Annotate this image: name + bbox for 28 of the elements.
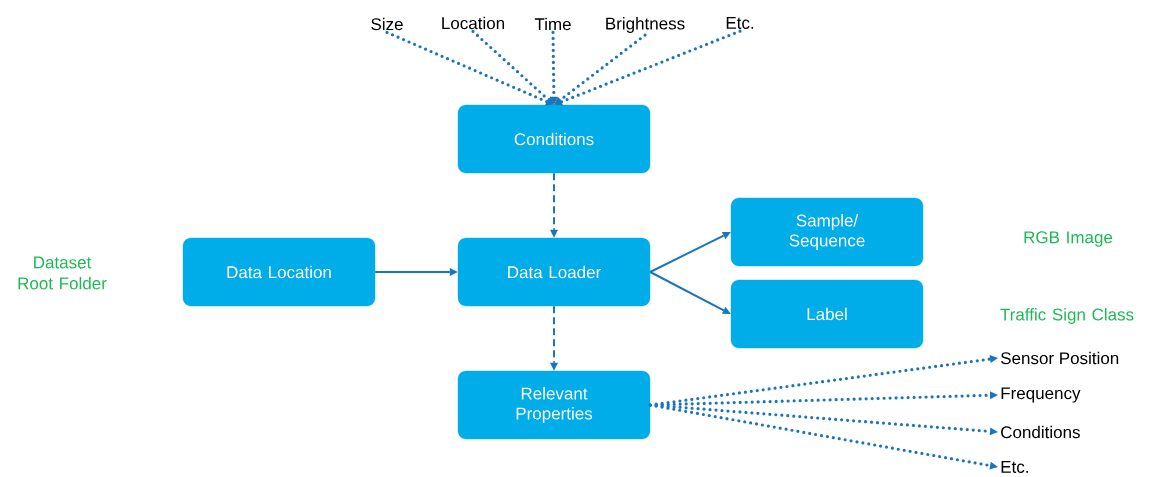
arrow bbox=[649, 231, 731, 273]
arrow bbox=[471, 29, 554, 105]
arrow bbox=[549, 30, 558, 105]
arrow bbox=[550, 305, 558, 371]
process-box: Relevant Properties bbox=[457, 370, 651, 440]
arrow bbox=[554, 29, 742, 106]
process-box: Data Location bbox=[182, 237, 376, 307]
process-box: Label bbox=[730, 279, 924, 349]
property-text: Sensor Position bbox=[1001, 351, 1119, 365]
arrow bbox=[649, 271, 731, 314]
property-text: Frequency bbox=[1001, 387, 1081, 403]
property-text: Size bbox=[371, 17, 403, 31]
arrow bbox=[385, 30, 554, 106]
annotation-text: Traffic Sign Class bbox=[1000, 308, 1134, 324]
process-box: Sample/ Sequence bbox=[730, 197, 924, 267]
process-box: Data Loader bbox=[457, 237, 651, 307]
property-text: Etc. bbox=[1001, 461, 1028, 473]
property-text: Time bbox=[534, 17, 571, 31]
annotation-text: Dataset Root Folder bbox=[18, 256, 107, 290]
property-text: Brightness bbox=[606, 17, 685, 33]
arrow bbox=[648, 403, 998, 470]
property-text: Conditions bbox=[1001, 425, 1080, 439]
property-text: Etc. bbox=[726, 17, 754, 29]
arrow bbox=[550, 172, 558, 238]
property-text: Location bbox=[442, 16, 504, 30]
arrow bbox=[374, 268, 458, 276]
process-box: Conditions bbox=[457, 104, 651, 174]
annotation-text: RGB Image bbox=[1024, 231, 1113, 247]
